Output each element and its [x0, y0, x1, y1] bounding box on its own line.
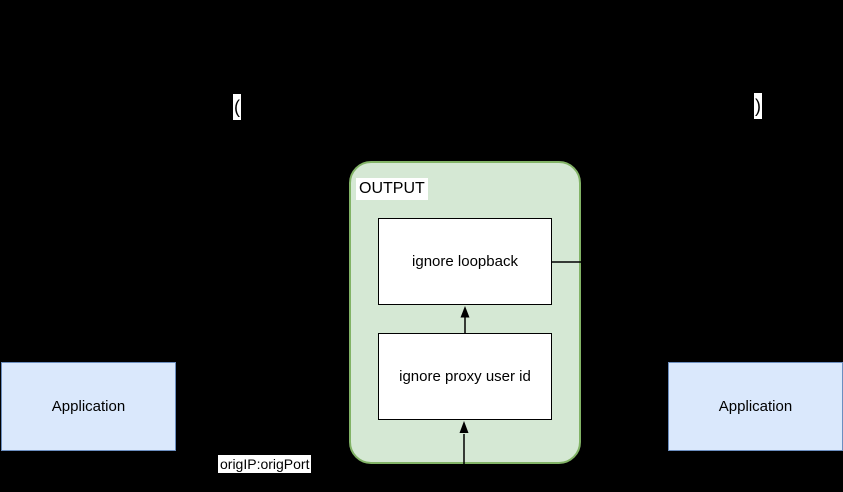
- application-right-node: Application: [668, 362, 843, 451]
- paren-right-label: ): [754, 93, 762, 119]
- rule-ignore-proxy-user-id-label: ignore proxy user id: [399, 368, 531, 385]
- application-left-label: Application: [51, 398, 126, 415]
- application-left-node: Application: [1, 362, 176, 451]
- paren-left-label: (: [233, 94, 241, 120]
- rule-ignore-loopback: ignore loopback: [378, 218, 552, 305]
- rule-ignore-proxy-user-id: ignore proxy user id: [378, 333, 552, 420]
- rule-ignore-loopback-label: ignore loopback: [412, 253, 518, 270]
- application-right-label: Application: [718, 398, 793, 415]
- edge-label-origip-origport: origIP:origPort: [218, 455, 312, 473]
- output-chain-label: OUTPUT: [356, 178, 428, 200]
